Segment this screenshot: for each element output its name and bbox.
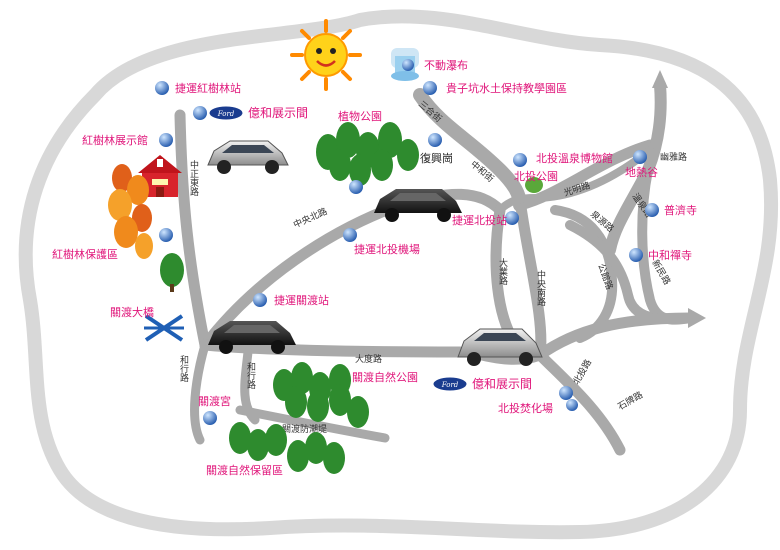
road-label-heli-1: 和行路 xyxy=(178,355,189,383)
poi-list: 捷運紅樹林站 億和展示間 紅樹林展示館 植物公園 不動瀑布 貴子坑水土保持教學園… xyxy=(52,58,697,477)
road-label-youya: 幽雅路 xyxy=(660,151,687,163)
svg-text:地熱谷: 地熱谷 xyxy=(625,166,658,179)
autumn-tree-cluster xyxy=(108,164,153,259)
car-icon xyxy=(374,189,462,222)
poi-beitou-park[interactable]: 北投公園 xyxy=(514,169,558,183)
poi-beitou-crematorium[interactable]: 北投焚化場 xyxy=(498,386,578,415)
road-wenquan xyxy=(637,165,695,325)
svg-text:捷運北投機場: 捷運北投機場 xyxy=(354,242,420,256)
tree-cluster-botanical xyxy=(316,122,419,186)
svg-text:捷運關渡站: 捷運關渡站 xyxy=(274,293,329,307)
svg-text:植物公園: 植物公園 xyxy=(338,109,382,123)
poi-fuxinggang[interactable]: 復興崗 xyxy=(420,133,453,165)
road-zhongyang-south xyxy=(514,194,547,361)
poi-guandu-nature-park[interactable]: 關渡自然公園 xyxy=(352,370,418,384)
car-icon xyxy=(457,328,543,366)
ford-logo-icon: Ford xyxy=(432,376,468,392)
svg-text:關渡宮: 關渡宮 xyxy=(198,394,231,408)
svg-text:億和展示間: 億和展示間 xyxy=(472,377,532,391)
poi-guandu-bridge[interactable]: 關渡大橋 xyxy=(110,305,154,319)
tree-cluster-guandu-park xyxy=(273,362,369,428)
road-dadu xyxy=(199,339,466,358)
svg-text:關渡自然保留區: 關渡自然保留區 xyxy=(206,463,283,477)
svg-text:紅樹林展示館: 紅樹林展示館 xyxy=(82,133,148,147)
poi-mrt-beitou[interactable]: 捷運北投站 xyxy=(452,211,519,227)
poi-dirigu[interactable]: 地熱谷 xyxy=(625,150,658,179)
svg-text:捷運北投站: 捷運北投站 xyxy=(452,213,507,227)
svg-text:中和禪寺: 中和禪寺 xyxy=(648,249,692,262)
road-label-beitou-road: 北投路 xyxy=(570,357,594,386)
poi-beitou-hotspring-museum[interactable]: 北投溫泉博物館 xyxy=(513,151,613,167)
poi-guandu-nature-reserve[interactable]: 關渡自然保留區 xyxy=(206,463,283,477)
road-arrow-east xyxy=(688,308,706,328)
svg-text:北投公園: 北投公園 xyxy=(514,169,558,183)
svg-text:億和展示間: 億和展示間 xyxy=(248,106,308,120)
map-boundary xyxy=(18,9,779,540)
bridge-icon xyxy=(144,314,184,342)
road-label-zhongyang-south: 中央南路 xyxy=(535,269,546,307)
poi-botanical-garden[interactable]: 植物公園 xyxy=(338,109,382,194)
sun-icon xyxy=(290,19,362,91)
road-heli-left xyxy=(190,340,210,445)
poi-mrt-hongshulin[interactable]: 捷運紅樹林站 xyxy=(155,81,241,95)
poi-zhonghe-temple[interactable]: 中和禪寺 xyxy=(629,248,692,262)
poi-mrt-beitou-depot[interactable]: 捷運北投機場 xyxy=(343,228,420,256)
svg-text:關渡大橋: 關渡大橋 xyxy=(110,305,154,319)
poi-ford-showroom-top[interactable]: 億和展示間 xyxy=(193,106,308,120)
road-network xyxy=(174,79,696,456)
svg-text:北投焚化場: 北投焚化場 xyxy=(498,401,553,415)
car-icon xyxy=(207,140,289,174)
poi-hongshulin-reserve[interactable]: 紅樹林保護區 xyxy=(52,228,173,261)
svg-text:紅樹林保護區: 紅樹林保護區 xyxy=(52,247,118,261)
ford-logo-icon: Ford xyxy=(208,105,244,121)
tree-cluster-guandu-reserve xyxy=(229,422,345,474)
road-label-zhongzheng-east: 中正東路 xyxy=(188,159,199,197)
ford-logo-text: Ford xyxy=(217,110,235,118)
svg-text:北投溫泉博物館: 北投溫泉博物館 xyxy=(536,151,613,165)
road-label-guandu-dike: 關渡防潮堤 xyxy=(282,423,327,435)
road-label-heli-2: 和行路 xyxy=(245,362,256,390)
road-main-east xyxy=(534,312,696,361)
road-label-zhongyang-north: 中央北路 xyxy=(291,205,329,231)
poi-budong-waterfall[interactable]: 不動瀑布 xyxy=(402,58,468,72)
road-label-dadu: 大度路 xyxy=(355,353,382,365)
poi-hongshulin-exhibition[interactable]: 紅樹林展示館 xyxy=(82,133,173,147)
svg-text:復興崗: 復興崗 xyxy=(420,152,453,165)
car-icon xyxy=(208,321,296,354)
tree-cluster-beitou-park xyxy=(525,177,543,193)
road-sanhe xyxy=(496,146,654,214)
road-guandu-dike xyxy=(235,405,390,443)
road-arrow-north xyxy=(652,70,668,88)
svg-text:貴子坑水土保持教學園區: 貴子坑水土保持教學園區 xyxy=(446,81,567,95)
svg-text:普濟寺: 普濟寺 xyxy=(664,203,697,217)
svg-text:捷運紅樹林站: 捷運紅樹林站 xyxy=(175,81,241,95)
road-label-shipai: 石牌路 xyxy=(616,389,645,413)
poi-guandu-temple[interactable]: 關渡宮 xyxy=(198,394,231,425)
svg-text:不動瀑布: 不動瀑布 xyxy=(424,58,468,72)
road-upper-north xyxy=(413,88,527,212)
poi-ford-showroom-bottom[interactable]: 億和展示間 xyxy=(472,377,532,391)
ford-logo-text: Ford xyxy=(441,381,459,389)
poi-guizikeng[interactable]: 貴子坑水土保持教學園區 xyxy=(423,81,567,95)
road-shipai xyxy=(534,349,626,456)
poi-pujisi[interactable]: 普濟寺 xyxy=(645,203,697,217)
svg-text:關渡自然公園: 關渡自然公園 xyxy=(352,370,418,384)
poi-mrt-guandu[interactable]: 捷運關渡站 xyxy=(253,293,329,307)
tree-single xyxy=(160,253,184,292)
road-label-datong: 大業路 xyxy=(497,257,508,286)
road-zhongzheng-east xyxy=(174,109,211,351)
road-gongguan xyxy=(565,220,695,325)
